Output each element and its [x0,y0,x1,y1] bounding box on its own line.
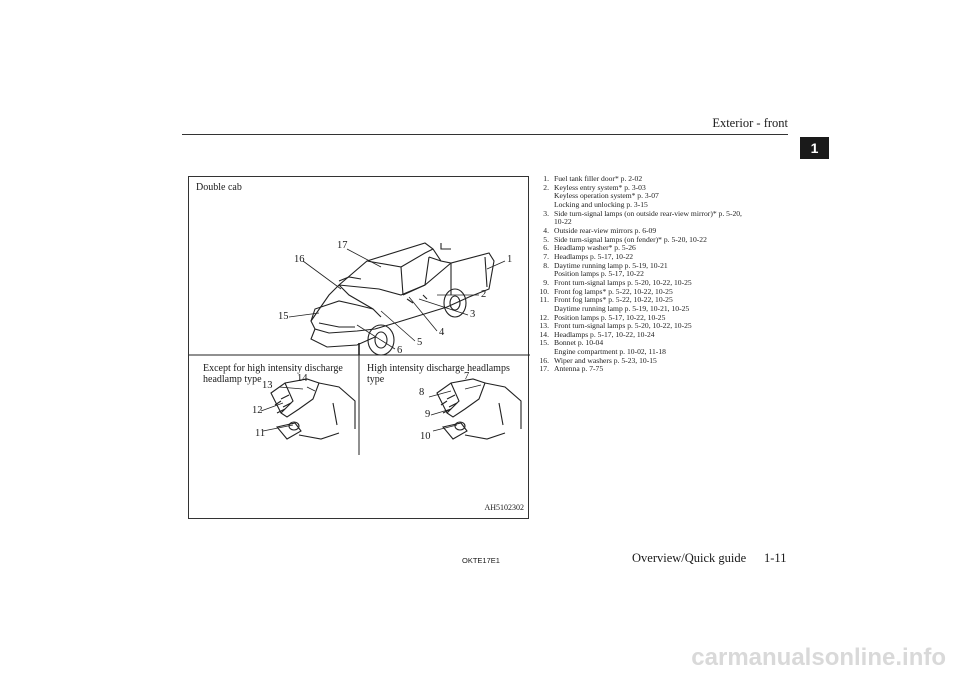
list-item: 12. Position lamps p. 5-17, 10-22, 10-25 [535,312,795,323]
item-line: Fuel tank filler door* p. 2-02 [554,174,643,183]
figure-caption: Double cab [196,182,242,193]
item-line: Engine compartment p. 10-02, 11-18 [554,347,666,357]
callout-4: 4 [439,327,445,338]
figure-image-code: AH5102302 [484,503,524,512]
item-number: 7. [543,251,549,261]
callout-1: 1 [507,254,513,265]
list-item: 7. Headlamps p. 5-17, 10-22 [535,251,795,262]
list-item: 11. Front fog lamps* p. 5-22, 10-22, 10-2… [535,296,795,313]
list-item: 1. Fuel tank filler door* p. 2-02 [535,174,795,184]
item-number: 5. [543,234,549,244]
list-item: 17. Antenna p. 7-75 [535,365,795,374]
item-number: 16. [539,355,550,365]
callout-7: 7 [464,371,470,382]
item-number: 1. [543,174,549,183]
item-line: Position lamps p. 5-17, 10-22, 10-25 [554,312,666,322]
callout-2: 2 [481,289,487,300]
item-line: Headlamps p. 5-17, 10-22, 10-24 [554,329,655,339]
item-number: 17. [539,364,550,374]
list-item: 9. Front turn-signal lamps p. 5-20, 10-22… [535,277,795,288]
callout-15: 15 [278,311,289,322]
callout-5: 5 [417,337,423,348]
panel-label-standard-headlamp: Except for high intensity discharge head… [203,363,343,385]
vehicle-figure: Double cab Except for high intensity dis… [188,176,530,519]
callout-16: 16 [294,254,305,265]
item-line: Side turn-signal lamps (on fender)* p. 5… [554,234,707,244]
item-number: 12. [539,312,550,322]
callout-3: 3 [470,309,476,320]
callout-17: 17 [337,240,348,251]
item-line: Daytime running lamp p. 5-19, 10-21 [554,260,668,270]
item-line: Wiper and washers p. 5-23, 10-15 [554,355,657,365]
item-number: 6. [543,243,549,253]
item-number: 3. [543,208,549,218]
item-number: 8. [543,260,549,270]
callout-12: 12 [252,405,263,416]
callout-10: 10 [420,431,431,442]
item-line: Daytime running lamp p. 5-19, 10-21, 10-… [554,303,690,313]
item-line: Front fog lamps* p. 5-22, 10-22, 10-25 [554,286,673,296]
item-line: Headlamps p. 5-17, 10-22 [554,251,634,261]
item-line: Keyless entry system* p. 3-03 [554,182,646,192]
item-line: Front fog lamps* p. 5-22, 10-22, 10-25 [554,295,673,305]
footer-doc-code: OKTE17E1 [462,556,500,565]
callout-11: 11 [255,428,266,439]
list-item: 16. Wiper and washers p. 5-23, 10-15 [535,355,795,366]
list-item: 10. Front fog lamps* p. 5-22, 10-22, 10-2… [535,286,795,297]
callout-14: 14 [297,373,308,384]
item-number: 11. [539,295,549,305]
list-item: 3. Side turn-signal lamps (on outside rea… [535,208,795,227]
item-line: Keyless operation system* p. 3-07 [554,191,659,201]
component-list: 1. Fuel tank filler door* p. 2-02 2. Keyle… [535,174,795,374]
item-line: Front turn-signal lamps p. 5-20, 10-22, … [554,277,692,287]
item-line: Position lamps p. 5-17, 10-22 [554,269,644,279]
item-number: 9. [543,277,549,287]
item-line: Locking and unlocking p. 3-15 [554,199,648,209]
list-item: 5. Side turn-signal lamps (on fender)* p.… [535,234,795,245]
list-item: 14. Headlamps p. 5-17, 10-22, 10-24 [535,329,795,340]
item-number: 2. [543,182,549,192]
vehicle-illustration [189,242,530,455]
header-rule [182,134,788,135]
item-line: Antenna p. 7-75 [554,364,604,374]
callout-9: 9 [425,409,431,420]
callout-8: 8 [419,387,425,398]
item-line: Side turn-signal lamps (on outside rear-… [554,208,742,218]
item-number: 4. [543,225,549,235]
panel-label-hid-headlamp: High intensity discharge headlamps type [367,363,510,385]
item-line: Front turn-signal lamps p. 5-20, 10-22, … [554,321,692,331]
list-item: 13. Front turn-signal lamps p. 5-20, 10-2… [535,321,795,331]
page-number: 1-11 [764,551,787,565]
callout-6: 6 [397,345,403,356]
item-number: 10. [539,286,550,296]
chapter-tab: 1 [800,137,829,159]
item-line: Headlamp washer* p. 5-26 [554,243,636,253]
list-item: 6. Headlamp washer* p. 5-26 [535,244,795,253]
watermark: carmanualsonline.info [691,644,946,671]
callout-13: 13 [262,380,273,391]
section-title: Exterior - front [712,116,788,130]
list-item: 4. Outside rear-view mirrors p. 6-09 [535,225,795,236]
footer-section: Overview/Quick guide [632,551,747,565]
item-number: 15. [539,338,550,348]
item-number: 14. [539,329,550,339]
item-line: Outside rear-view mirrors p. 6-09 [554,225,657,235]
item-line: Bonnet p. 10-04 [554,338,604,348]
item-line: 10-22 [554,217,572,227]
item-number: 13. [539,321,550,331]
